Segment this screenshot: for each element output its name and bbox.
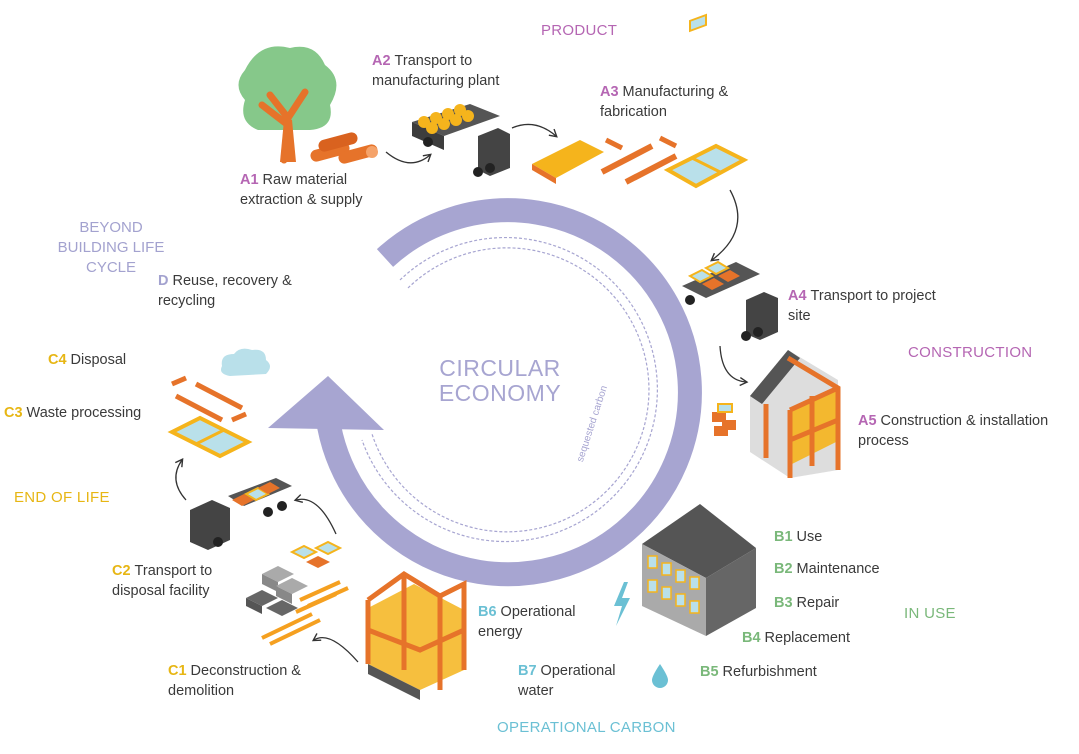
circular-economy-title: CIRCULAR ECONOMY — [438, 355, 562, 406]
stage-in-use: IN USE — [904, 605, 956, 622]
stage-construction: CONSTRUCTION — [908, 344, 1033, 361]
circular-arrow — [268, 198, 702, 587]
stage-operational-carbon: OPERATIONAL CARBON — [497, 719, 676, 736]
lightning-icon — [614, 582, 630, 626]
building-in-use-icon — [642, 504, 756, 636]
tree-icon — [238, 46, 337, 164]
materials-pile-icon — [246, 540, 349, 646]
stage-product: PRODUCT — [541, 22, 618, 39]
deconstruction-frame-icon — [365, 570, 467, 700]
water-drop-icon — [652, 664, 668, 688]
logs-icon — [310, 132, 378, 164]
waste-processing-icon — [167, 375, 253, 459]
sequestered-carbon-arrow — [361, 237, 658, 543]
stage-end-of-life: END OF LIFE — [14, 489, 110, 506]
stage-beyond: BEYOND BUILDING LIFE CYCLE — [57, 219, 165, 276]
truck-a2-icon — [412, 104, 510, 177]
flow-arrows — [174, 123, 749, 663]
house-construction-icon — [712, 350, 841, 478]
truck-c2-icon — [190, 478, 292, 550]
disposal-cloud-icon — [221, 348, 270, 376]
truck-a4-icon — [682, 13, 778, 341]
timber-panels-icon — [532, 135, 749, 189]
